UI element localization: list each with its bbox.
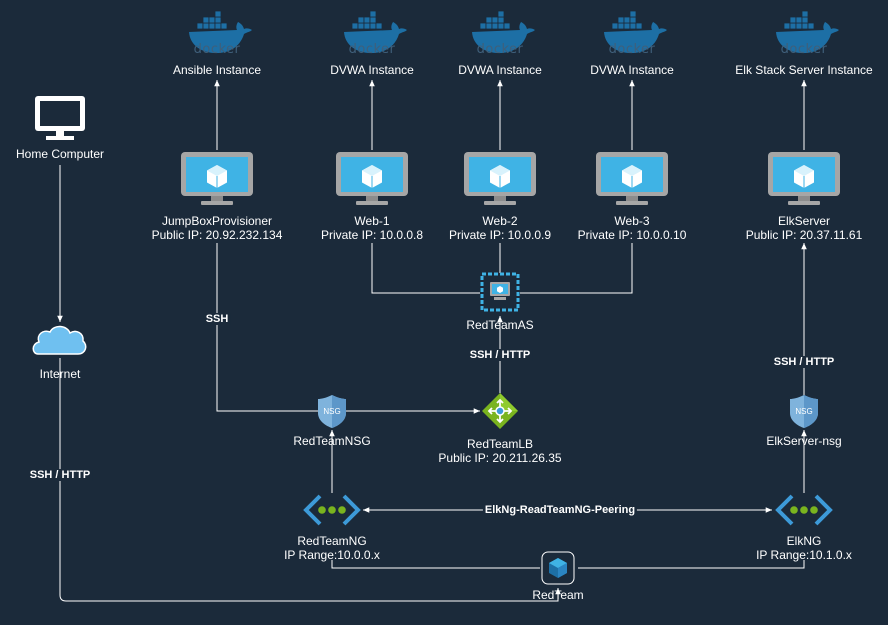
nsg-badge: NSG: [795, 407, 812, 416]
vm-label: Web-3 Private IP: 10.0.0.10: [578, 214, 687, 242]
instance-label: DVWA Instance: [330, 63, 414, 77]
vm-icon[interactable]: [335, 151, 409, 206]
vnet-icon[interactable]: [776, 494, 832, 526]
vm-name: ElkServer: [777, 214, 830, 228]
resource-group-icon[interactable]: [541, 551, 575, 585]
vm-icon[interactable]: [767, 151, 841, 206]
vm-ip: Private IP: 10.0.0.10: [577, 228, 687, 242]
nsg-label: ElkServer-nsg: [766, 434, 842, 448]
edge-internet-rg: [59, 358, 561, 602]
edge-web1-as: [371, 243, 480, 294]
vm-ip: Private IP: 10.0.0.9: [448, 228, 552, 242]
instance-label: Elk Stack Server Instance: [735, 63, 873, 77]
internet-label: Internet: [39, 367, 81, 381]
vnet-range: IP Range:10.0.0.x: [284, 548, 380, 562]
home-computer-label: Home Computer: [15, 147, 105, 161]
docker-wordmark: docker: [477, 42, 524, 57]
load-balancer-label: RedTeamLB Public IP: 20.211.26.35: [438, 437, 561, 465]
vm-ip: Public IP: 20.37.11.61: [745, 228, 863, 242]
resource-group-label: RedTeam: [532, 588, 584, 602]
instance-label: Ansible Instance: [172, 63, 262, 77]
lb-name: RedTeamLB: [466, 437, 534, 451]
vm-ip: Public IP: 20.92.232.134: [151, 228, 283, 242]
vm-name: Web-1: [354, 214, 390, 228]
instance-label: DVWA Instance: [590, 63, 674, 77]
edges: [57, 80, 807, 602]
desktop-icon[interactable]: [35, 96, 85, 140]
edge-label-ssh: SSH: [203, 313, 231, 325]
vm-name: JumpBoxProvisioner: [161, 214, 273, 228]
vm-icon[interactable]: [463, 151, 537, 206]
vnet-name: ElkNG: [786, 534, 822, 548]
docker-wordmark: docker: [349, 42, 396, 57]
vnet-icon[interactable]: [304, 494, 360, 526]
vm-ip: Private IP: 10.0.0.8: [320, 228, 424, 242]
nsg-label: RedTeamNSG: [293, 434, 371, 448]
vm-label: Web-2 Private IP: 10.0.0.9: [449, 214, 551, 242]
vm-icon[interactable]: [180, 151, 254, 206]
availability-set-label: RedTeamAS: [466, 318, 534, 332]
edge-label-ssh-http: SSH / HTTP: [771, 356, 837, 368]
edge-label-peering: ElkNg-ReadTeamNG-Peering: [482, 504, 638, 516]
vnet-label: ElkNG IP Range:10.1.0.x: [756, 534, 852, 562]
edge-label-ssh-http: SSH / HTTP: [27, 469, 93, 481]
docker-wordmark: docker: [609, 42, 656, 57]
vm-label: JumpBoxProvisioner Public IP: 20.92.232.…: [152, 214, 283, 242]
edge-elkng-rg: [578, 560, 805, 569]
vm-icon[interactable]: [595, 151, 669, 206]
lb-ip: Public IP: 20.211.26.35: [438, 451, 562, 465]
docker-wordmark: docker: [194, 42, 241, 57]
edge-label-ssh-http: SSH / HTTP: [467, 349, 533, 361]
edge-jumpbox-lb: [216, 243, 480, 414]
load-balancer-icon[interactable]: [482, 393, 518, 429]
cloud-icon[interactable]: [32, 325, 87, 355]
vnet-range: IP Range:10.1.0.x: [756, 548, 852, 562]
vm-name: Web-2: [482, 214, 518, 228]
edge-web3-as: [520, 243, 633, 294]
vm-name: Web-3: [614, 214, 650, 228]
docker-wordmark: docker: [781, 42, 828, 57]
vnet-name: RedTeamNG: [297, 534, 367, 548]
availability-set-icon[interactable]: [480, 272, 520, 312]
edge-redteamng-rg: [331, 560, 540, 569]
nsg-badge: NSG: [323, 407, 340, 416]
instance-label: DVWA Instance: [458, 63, 542, 77]
vm-label: ElkServer Public IP: 20.37.11.61: [746, 214, 863, 242]
vnet-label: RedTeamNG IP Range:10.0.0.x: [284, 534, 380, 562]
vm-label: Web-1 Private IP: 10.0.0.8: [321, 214, 423, 242]
docker-logos: docker docker docker docker docker: [188, 10, 840, 57]
